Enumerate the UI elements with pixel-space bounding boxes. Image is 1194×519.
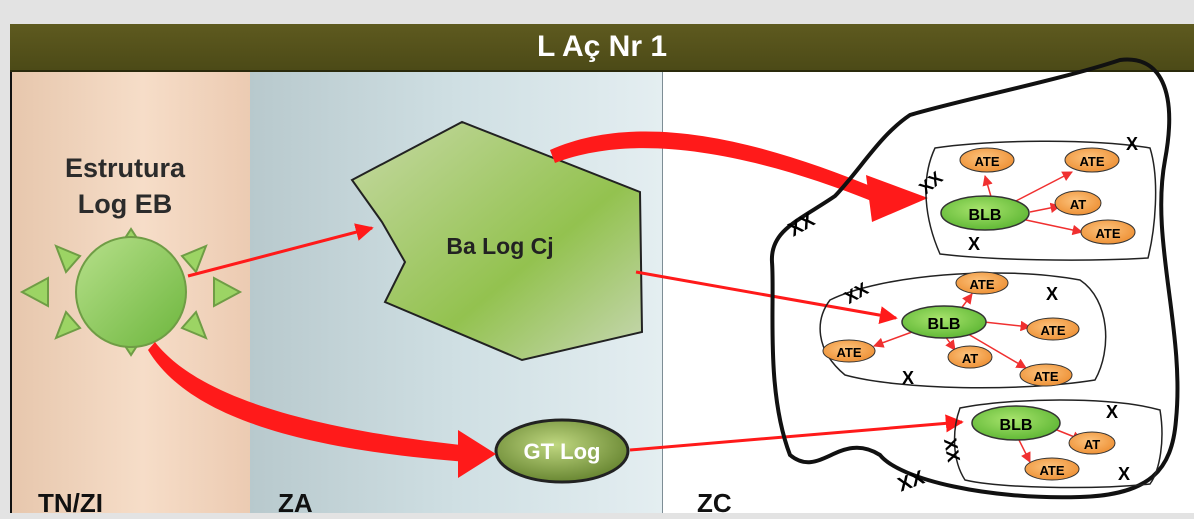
group-1-node-1: ATE (974, 154, 999, 169)
source-label: Estrutura Log EB (20, 150, 230, 222)
outer-mark-xx-1: XX (785, 209, 820, 242)
gt-log-label: GT Log (524, 439, 601, 464)
group-2-hub: BLB (928, 316, 961, 333)
source-label-line1: Estrutura (64, 153, 186, 183)
group-1-hub: BLB (969, 207, 1002, 224)
zc-outer-boundary (769, 57, 1180, 500)
source-label-line2: Log EB (77, 189, 173, 219)
group-1-mark-3: X (968, 234, 980, 254)
group-3-hub: BLB (1000, 417, 1033, 434)
title-bar: L Aç Nr 1 (10, 24, 1194, 72)
group-2-node-3: ATE (836, 345, 861, 360)
group-2-node-5: ATE (1033, 369, 1058, 384)
group-1: BLB ATE ATE AT ATE XX X X (915, 134, 1157, 261)
group-1-mark-2: X (1126, 134, 1138, 154)
group-1-node-2: ATE (1079, 154, 1104, 169)
base-label: Ba Log Cj (446, 233, 553, 259)
group-3-node-1: AT (1084, 437, 1100, 452)
group-1-node-3: AT (1070, 197, 1086, 212)
group-2-mark-2: X (1046, 284, 1058, 304)
group-3-mark-2: X (1106, 402, 1118, 422)
group-2-mark-3: X (902, 368, 914, 388)
sun-icon (19, 227, 243, 357)
group-2: BLB ATE ATE ATE AT ATE XX X X (819, 271, 1107, 389)
group-1-node-4: ATE (1095, 226, 1120, 241)
group-3-mark-1: XX (940, 437, 964, 464)
group-3-mark-3: X (1118, 464, 1130, 484)
gt-log-node: GT Log (494, 418, 630, 484)
thin-arrows (187, 223, 964, 452)
group-2-node-4: AT (962, 351, 978, 366)
group-2-mark-1: XX (841, 278, 872, 307)
thick-arrows (148, 131, 928, 478)
group-3: BLB AT ATE XX X X (940, 399, 1163, 489)
diagram-title: L Aç Nr 1 (536, 30, 668, 63)
group-2-node-2: ATE (1040, 323, 1065, 338)
group-3-node-2: ATE (1039, 463, 1064, 478)
group-1-mark-1: XX (915, 168, 946, 199)
group-2-node-1: ATE (969, 277, 994, 292)
base-shape: Ba Log Cj (350, 120, 644, 362)
